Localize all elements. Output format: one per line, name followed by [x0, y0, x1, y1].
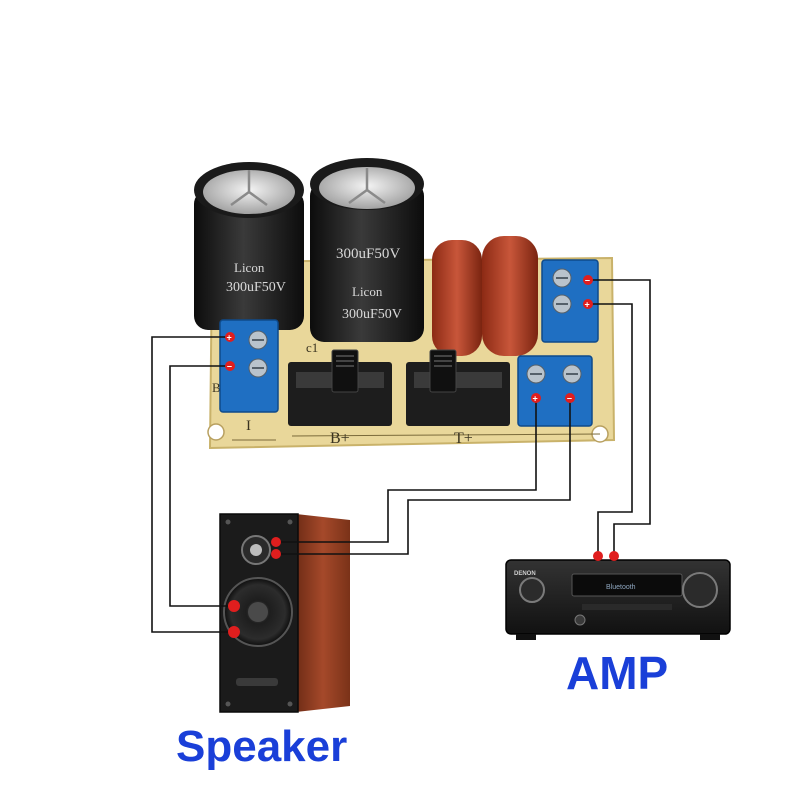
dot-speaker-woofer-negative: [228, 600, 240, 612]
speaker: [219, 513, 350, 713]
speaker-screw: [287, 701, 293, 707]
capacitor-1-rating: 300uF50V: [226, 280, 286, 295]
speaker-port: [236, 678, 278, 686]
wire-amp-negative: [588, 279, 651, 556]
capacitor-2-rating-bottom: 300uF50V: [342, 307, 402, 322]
wire-tweeter-negative: [276, 398, 571, 555]
pcb-label-b-plus: B+: [330, 430, 350, 447]
amp-display: [571, 573, 683, 597]
crossover-board: B+ T+ I c1 B Licon 300uF50V 300uF50V Lic…: [194, 158, 616, 450]
pcb-label-i: I: [246, 418, 251, 434]
pcb-mount-hole: [207, 423, 225, 441]
dot-woofer-negative: −: [225, 361, 235, 372]
dot-woofer-positive: +: [225, 332, 235, 343]
switch-b-plus[interactable]: [288, 349, 392, 426]
amp-foot: [516, 634, 536, 640]
dot-amp-negative: [609, 551, 619, 561]
dot-input-negative: −: [583, 275, 593, 286]
dot-tweeter-negative-mark: −: [567, 394, 572, 404]
woofer-cap: [248, 602, 268, 622]
tweeter-dome: [250, 544, 262, 556]
speaker-screw: [287, 519, 293, 525]
pcb-label-c1: c1: [306, 340, 318, 355]
wire-tweeter-positive: [276, 398, 537, 543]
dot-input-negative-mark: −: [585, 276, 590, 286]
switch-t-plus[interactable]: [406, 349, 510, 426]
wires: [151, 279, 651, 633]
dot-tweeter-positive: +: [531, 393, 541, 404]
pcb-label-b: B: [212, 380, 221, 395]
speaker-screw: [225, 701, 231, 707]
amplifier: Bluetooth DENON: [505, 559, 731, 640]
dot-tweeter-positive-mark: +: [533, 394, 538, 404]
speaker-cabinet-side: [296, 514, 350, 712]
speaker-screw: [225, 519, 231, 525]
amp-button-row: [582, 604, 672, 610]
wire-woofer-negative: [169, 365, 234, 607]
film-capacitor-1: [432, 240, 482, 356]
dot-woofer-positive-mark: +: [227, 333, 232, 343]
wire-amp-positive: [588, 303, 633, 556]
dot-input-positive: +: [583, 299, 593, 310]
capacitor-2-rating-top: 300uF50V: [336, 246, 400, 262]
dot-speaker-woofer-positive: [228, 626, 240, 638]
capacitor-2-brand: Licon: [352, 284, 383, 299]
connector-dots: + − + − − +: [225, 275, 619, 638]
dot-input-positive-mark: +: [585, 300, 590, 310]
dot-speaker-tweeter-positive: [271, 537, 281, 547]
film-capacitor-2: [482, 236, 538, 356]
amp-brand: DENON: [514, 571, 536, 577]
amp-input-knob[interactable]: [519, 577, 545, 603]
wire-woofer-positive: [151, 336, 234, 633]
amp-caption: AMP: [566, 647, 669, 699]
dot-speaker-tweeter-negative: [271, 549, 281, 559]
amp-small-knob[interactable]: [574, 614, 586, 626]
speaker-caption: Speaker: [176, 722, 348, 771]
amp-display-text: Bluetooth: [606, 584, 636, 591]
electrolytic-capacitor-1: Licon 300uF50V: [194, 162, 304, 330]
dot-woofer-negative-mark: −: [227, 362, 232, 372]
capacitor-1-brand: Licon: [234, 260, 265, 275]
dot-tweeter-negative: −: [565, 393, 575, 404]
pcb-silkscreen: [291, 433, 601, 437]
dot-amp-positive: [593, 551, 603, 561]
amp-volume-knob[interactable]: [682, 572, 718, 608]
terminal-block-tweeter[interactable]: [517, 355, 593, 427]
electrolytic-capacitor-2: 300uF50V Licon 300uF50V: [310, 158, 424, 342]
pcb-label-t-plus: T+: [454, 430, 473, 447]
amp-foot: [700, 634, 720, 640]
terminal-block-woofer[interactable]: [219, 319, 279, 413]
